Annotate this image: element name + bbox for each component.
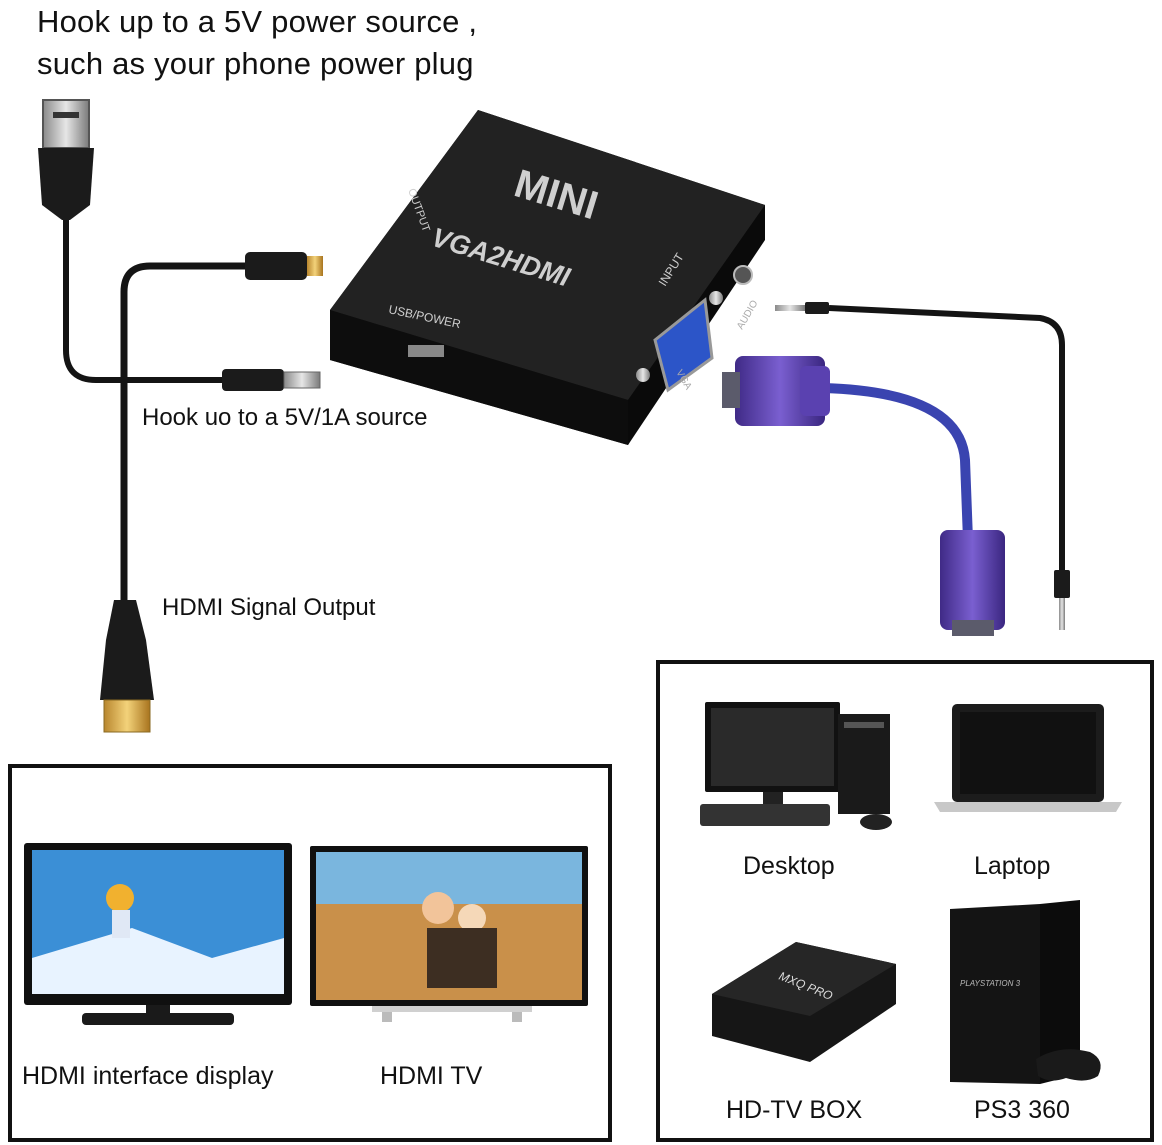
ps3-controller bbox=[1036, 1049, 1101, 1081]
hdmi-cable bbox=[120, 262, 245, 605]
hdmi-plug bbox=[100, 600, 154, 733]
vga-plug-bottom bbox=[940, 530, 1005, 630]
header-line-2: such as your phone power plug bbox=[37, 46, 474, 81]
vga-sources-box: MXQ PRO PLAYSTATION 3 Desktop Laptop HD-… bbox=[656, 660, 1154, 1142]
sources-illustrations: MXQ PRO PLAYSTATION 3 bbox=[700, 702, 1122, 1084]
header-line-1: Hook up to a 5V power source , bbox=[37, 4, 478, 39]
audio-cable bbox=[775, 302, 1070, 630]
label-laptop: Laptop bbox=[974, 852, 1051, 880]
hdmi-outputs-box: HDMI interface display HDMI TV bbox=[8, 764, 612, 1142]
hdmi-display-illustration bbox=[24, 843, 292, 1025]
usb-a-metal-shell bbox=[42, 99, 90, 149]
vga-cable bbox=[722, 356, 1005, 636]
outputs-illustrations bbox=[24, 843, 588, 1025]
label-ps3-360: PS3 360 bbox=[974, 1096, 1070, 1124]
label-desktop: Desktop bbox=[743, 852, 835, 880]
micro-usb-plug bbox=[222, 369, 321, 391]
label-hdmi-display: HDMI interface display bbox=[22, 1062, 274, 1090]
vga-screw-right bbox=[709, 291, 723, 305]
adapter-audio-label: AUDIO bbox=[735, 298, 760, 331]
hdmi-output-caption: HDMI Signal Output bbox=[162, 594, 376, 621]
ps3-illustration: PLAYSTATION 3 bbox=[950, 900, 1101, 1084]
adapter-top bbox=[330, 110, 765, 400]
audio-jack bbox=[733, 265, 753, 285]
label-hd-tv-box: HD-TV BOX bbox=[726, 1096, 863, 1124]
usb-a-plug bbox=[38, 99, 94, 220]
label-hdmi-tv: HDMI TV bbox=[380, 1062, 483, 1090]
hdmi-tv-illustration bbox=[310, 846, 588, 1022]
adapter-front bbox=[330, 310, 628, 445]
mini-hdmi-plug bbox=[245, 252, 323, 280]
laptop-illustration bbox=[934, 704, 1122, 812]
power-source-caption: Hook uo to a 5V/1A source bbox=[142, 404, 428, 431]
usb-power-port bbox=[408, 345, 444, 357]
ps3-brand-text: PLAYSTATION 3 bbox=[960, 979, 1021, 988]
vga-plug-bottom-pins bbox=[952, 620, 994, 636]
usb-a-slot bbox=[53, 112, 79, 118]
vga-screw-left bbox=[636, 368, 650, 382]
desktop-illustration bbox=[700, 702, 892, 830]
vga-plug-top-pins bbox=[722, 372, 740, 408]
tv-box-illustration: MXQ PRO bbox=[712, 942, 896, 1062]
vga-port bbox=[653, 297, 714, 393]
usb-power-cable bbox=[63, 220, 225, 383]
vga2hdmi-adapter: MINI VGA2HDMI OUTPUT USB/POWER INPUT AUD… bbox=[330, 110, 765, 445]
usb-a-housing bbox=[38, 148, 94, 220]
